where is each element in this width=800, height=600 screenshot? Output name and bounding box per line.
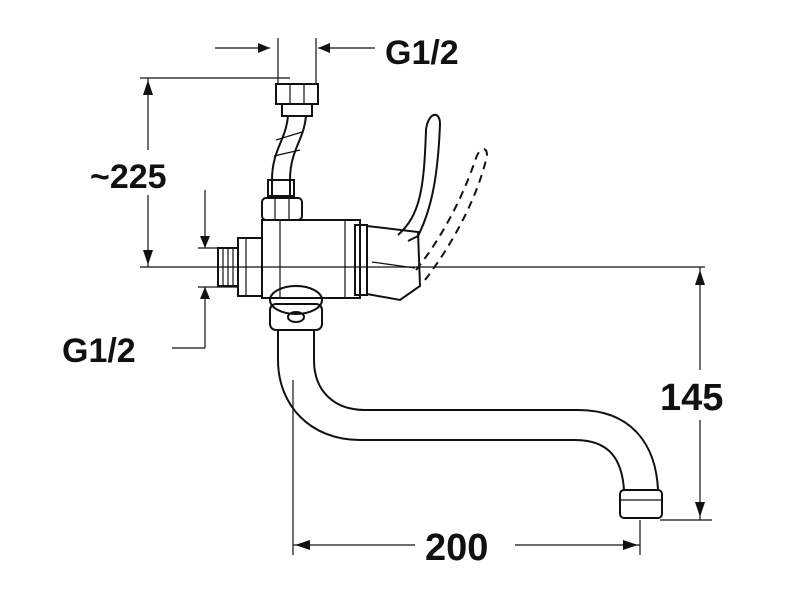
height-approx-label: ~225: [90, 158, 167, 196]
spout-aerator: [619, 489, 663, 519]
spout-collar: [269, 285, 323, 331]
spout-pipe: [277, 330, 659, 491]
dimension-spout-height: 145: [660, 267, 723, 521]
lever-handle-alternate-position: [415, 148, 488, 281]
flex-hose: [267, 115, 307, 197]
top-thread-label: G1/2: [385, 34, 459, 72]
valve-body: [261, 219, 368, 299]
dimension-spout-reach: 200: [292, 380, 641, 569]
spout-height-label: 145: [660, 377, 723, 419]
dimension-top-thread: G1/2: [215, 34, 459, 84]
lever-handle: [397, 114, 442, 242]
side-thread-label: G1/2: [62, 332, 136, 370]
dimension-height-approx: ~225: [90, 77, 705, 268]
spout-reach-label: 200: [425, 527, 488, 569]
side-inlet-fitting: [217, 237, 263, 297]
top-nut: [275, 83, 319, 117]
upper-connector-nut: [261, 197, 303, 221]
handle-base: [366, 224, 422, 302]
dimension-side-thread: G1/2: [62, 190, 238, 370]
